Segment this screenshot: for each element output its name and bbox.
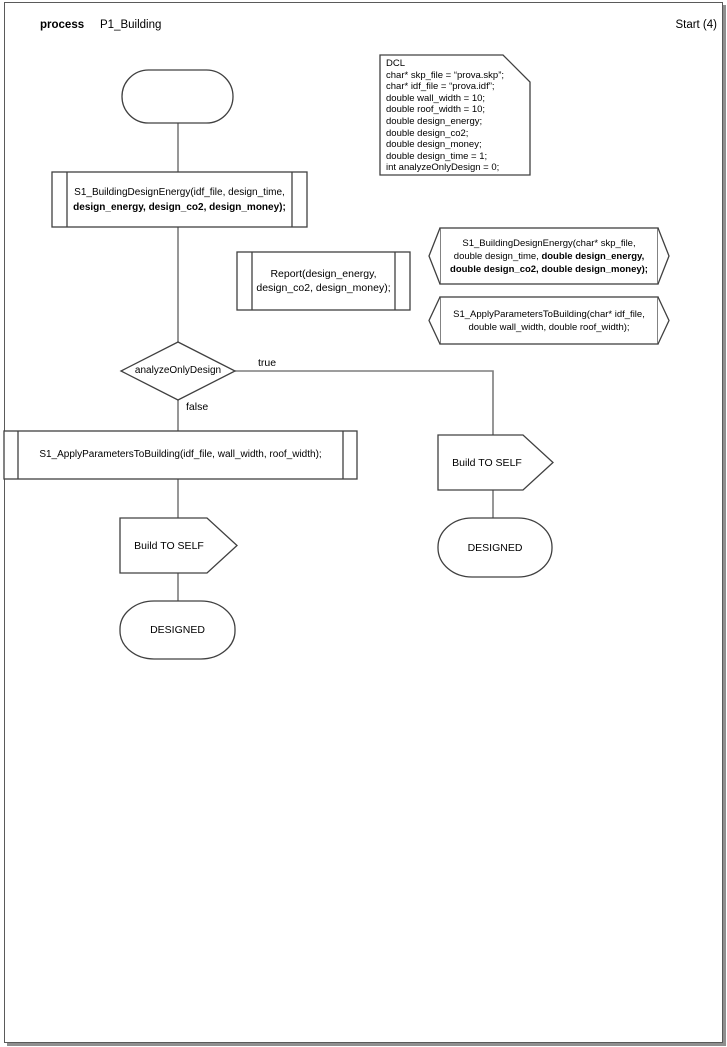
build-to-self-right-label: Build TO SELF (438, 435, 536, 490)
diagram-name: P1_Building (100, 19, 162, 31)
build-to-self-right-label-text: Build TO SELF (452, 456, 522, 469)
decl-apply-parameters-label: S1_ApplyParametersToBuilding(char* idf_f… (436, 297, 662, 344)
decl2-line2: double wall_width, double roof_width); (468, 321, 630, 333)
decision-diamond-shape[interactable] (119, 341, 237, 401)
dcl-note-text: DCL char* skp_file = “prova.skp”; char* … (386, 58, 528, 174)
dcl-note-shape[interactable] (379, 54, 531, 176)
decl2-line1: S1_ApplyParametersToBuilding(char* idf_f… (453, 308, 645, 320)
designed-right-label: DESIGNED (438, 518, 552, 577)
connector-decision-true (235, 370, 494, 435)
build-to-self-left-label-text: Build TO SELF (134, 539, 204, 552)
decl1-line2-regular: double design_time, (453, 250, 542, 262)
decl1-line3: double design_co2, double design_money); (450, 263, 648, 275)
designed-right-label-text: DESIGNED (467, 541, 523, 554)
dcl-line: char* idf_file = “prova.idf”; (386, 81, 495, 93)
dcl-line: double design_energy; (386, 115, 483, 127)
dcl-line: DCL (386, 58, 406, 69)
apply-parameters-label-text: S1_ApplyParametersToBuilding(idf_file, w… (39, 449, 322, 460)
call-building-design-energy-label: S1_BuildingDesignEnergy(idf_file, design… (52, 172, 307, 227)
decl-building-design-energy-label: S1_BuildingDesignEnergy(char* skp_file, … (436, 228, 662, 284)
build-to-self-right-shape[interactable] (437, 434, 554, 491)
decision-label: analyzeOnlyDesign (121, 342, 235, 400)
call-line1: S1_BuildingDesignEnergy(idf_file, design… (74, 186, 285, 198)
decl-building-design-energy-shape[interactable] (428, 227, 670, 285)
decision-label-text: analyzeOnlyDesign (134, 365, 222, 376)
decl1-line1: S1_BuildingDesignEnergy(char* skp_file, (462, 237, 636, 249)
dcl-line: double design_time = 1; (386, 150, 488, 162)
dcl-line: double wall_width = 10; (386, 92, 486, 104)
report-line1: Report(design_energy, (270, 268, 377, 280)
diagram-type-label: process (40, 19, 85, 31)
false-branch-label: false (186, 401, 209, 413)
start-terminator-shape[interactable] (121, 69, 234, 124)
apply-parameters-label: S1_ApplyParametersToBuilding(idf_file, w… (4, 431, 357, 479)
dcl-line: char* skp_file = “prova.skp”; (386, 69, 505, 81)
designed-left-label-text: DESIGNED (150, 624, 205, 636)
report-line2: design_co2, design_money); (256, 282, 391, 294)
decl1-line2-bold: double design_energy, (541, 250, 645, 262)
dcl-line: int analyzeOnlyDesign = 0; (386, 162, 500, 174)
decl1-line2: double design_time, double design_energy… (454, 250, 644, 263)
true-branch-label: true (258, 357, 277, 369)
dcl-line: double design_co2; (386, 127, 469, 139)
designed-left-label: DESIGNED (120, 601, 235, 659)
report-label: Report(design_energy, design_co2, design… (237, 252, 410, 310)
dcl-line: double roof_width = 10; (386, 104, 486, 116)
dcl-line: double design_money; (386, 139, 482, 151)
designed-right-shape[interactable] (437, 517, 553, 578)
report-shape[interactable] (236, 251, 411, 311)
decl-apply-parameters-shape[interactable] (428, 296, 670, 345)
designed-left-shape[interactable] (119, 600, 236, 660)
call-line2: design_energy, design_co2, design_money)… (73, 201, 286, 213)
call-building-design-energy-shape[interactable] (51, 171, 308, 228)
page-start-label: Start (4) (675, 19, 717, 31)
build-to-self-left-shape[interactable] (119, 517, 238, 574)
build-to-self-left-label: Build TO SELF (120, 518, 218, 573)
apply-parameters-shape[interactable] (3, 430, 358, 480)
